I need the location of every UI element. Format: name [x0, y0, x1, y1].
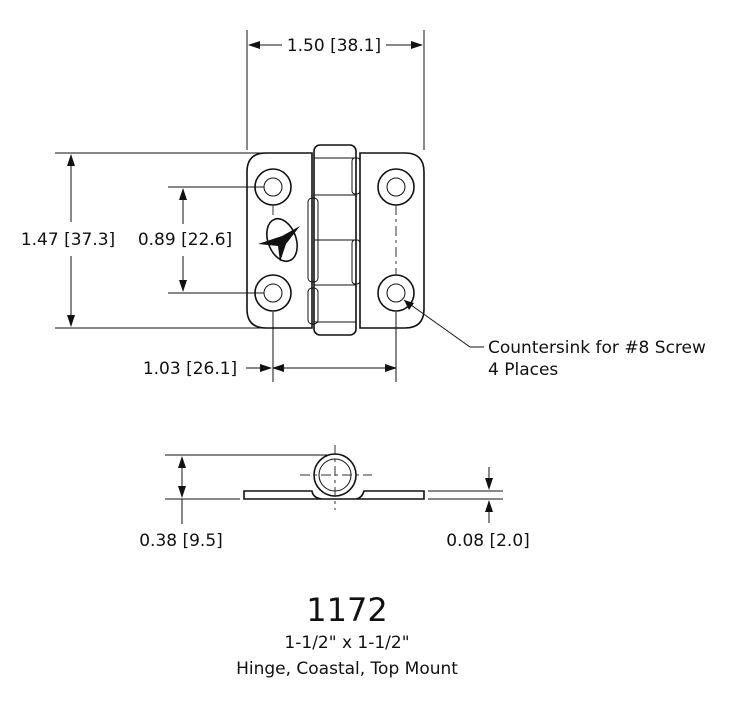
- dimension-leaf-thickness-label: 0.08 [2.0]: [446, 531, 530, 551]
- countersink-callout: Countersink for #8 Screw 4 Places: [403, 299, 706, 380]
- dimension-leaf-thickness: 0.08 [2.0]: [428, 467, 530, 551]
- part-number: 1172: [306, 591, 387, 629]
- countersink-hole-top-right: [377, 168, 415, 206]
- part-size: 1-1/2" x 1-1/2": [284, 633, 409, 653]
- hinge-top-view: [246, 144, 425, 336]
- left-leaf-outline: [246, 152, 313, 329]
- dimension-hole-horizontal-spacing: 1.03 [26.1]: [143, 312, 397, 382]
- title-block: 1172 1-1/2" x 1-1/2" Hinge, Coastal, Top…: [236, 591, 458, 679]
- dimension-side-height: 0.38 [9.5]: [139, 454, 330, 551]
- dimension-width-label: 1.50 [38.1]: [287, 36, 381, 56]
- hinge-side-view: [243, 445, 425, 510]
- callout-line-1: Countersink for #8 Screw: [488, 338, 706, 358]
- dimension-width: 1.50 [38.1]: [246, 30, 425, 150]
- dimension-side-height-label: 0.38 [9.5]: [139, 531, 223, 551]
- right-leaf-outline: [359, 152, 425, 329]
- dimension-hole-horizontal-spacing-label: 1.03 [26.1]: [143, 359, 237, 379]
- dimension-height-label: 1.47 [37.3]: [21, 230, 115, 250]
- dimension-height: 1.47 [37.3]: [21, 152, 264, 329]
- part-description: Hinge, Coastal, Top Mount: [236, 659, 458, 679]
- dimension-hole-vertical-spacing-label: 0.89 [22.6]: [138, 230, 232, 250]
- callout-line-2: 4 Places: [488, 360, 558, 380]
- star-logo-icon: [258, 217, 300, 263]
- dimension-hole-vertical-spacing: 0.89 [22.6]: [138, 186, 264, 294]
- hinge-knuckle: [307, 144, 361, 336]
